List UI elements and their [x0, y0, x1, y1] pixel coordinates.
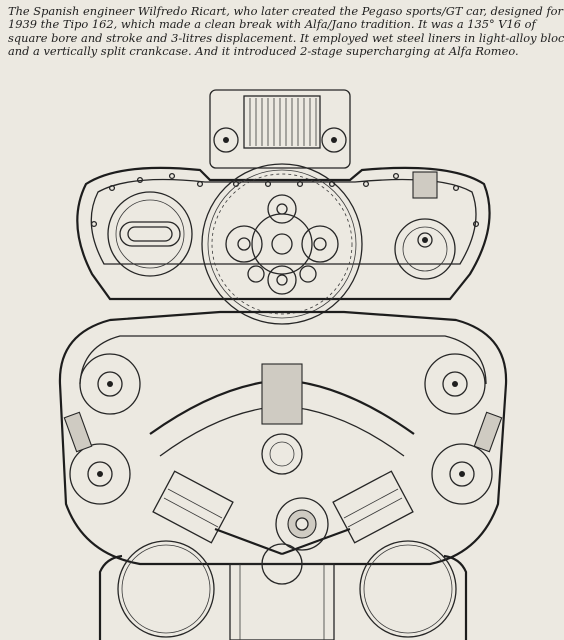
right-cam-box: [424, 353, 503, 505]
caption-line-4: and a vertically split crankcase. And it…: [8, 44, 519, 59]
induction-manifold: [149, 363, 415, 475]
caption-line-2: 1939 the Tipo 162, which made a clean br…: [8, 17, 536, 32]
mounting-feet: [98, 554, 468, 640]
left-cam-box: [63, 353, 141, 505]
gear-train: [201, 163, 363, 325]
caption-line-3: square bore and stroke and 3-litres disp…: [8, 30, 564, 45]
left-port-plate: [107, 191, 193, 277]
engine-cross-section-drawing: [58, 89, 508, 640]
caption: The Spanish engineer Wilfredo Ricart, wh…: [8, 4, 564, 59]
crankcase-outline: [58, 310, 508, 566]
caption-line-1: The Spanish engineer Wilfredo Ricart, wh…: [8, 4, 563, 18]
right-piston-assembly: [281, 470, 414, 556]
left-piston-assembly: [152, 470, 283, 556]
supercharger-housing: [209, 89, 351, 169]
right-pump: [394, 171, 456, 280]
lower-drums: [117, 540, 457, 640]
